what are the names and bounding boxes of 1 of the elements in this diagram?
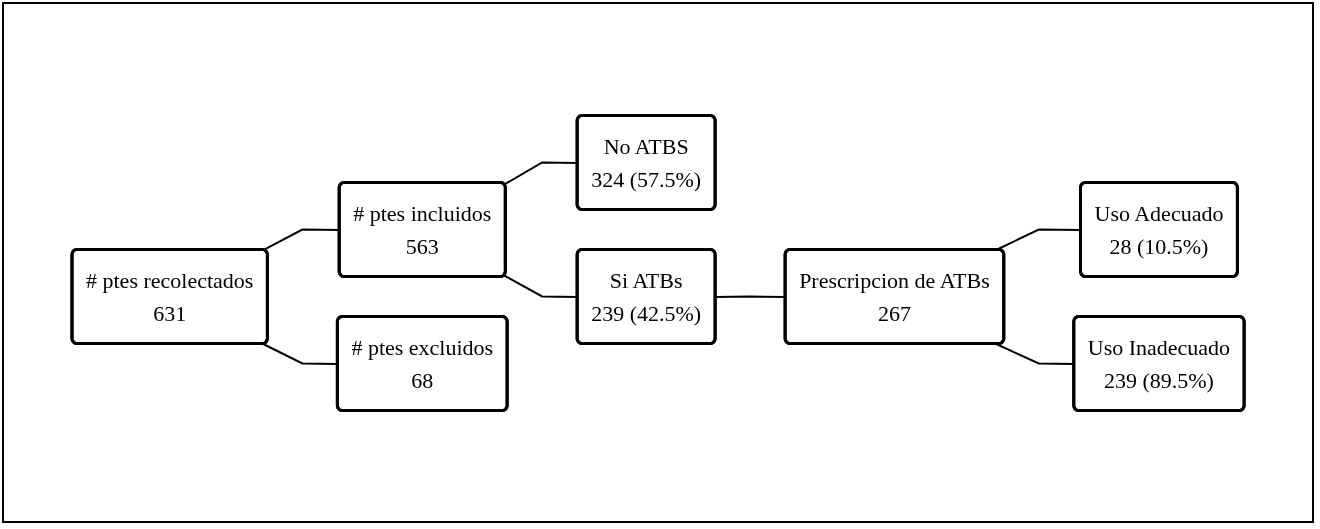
page-frame: # ptes recolectados 631 # ptes incluidos 563 # ptes excluidos 68 No ATBS 324 (57.5%) Si ATBs 239 (42.5%) Prescripcion de ATBs 267 Uso Adecuado 28 (10.5%) Uso Inadecuado 239 (89.5%)	[2, 2, 1314, 523]
